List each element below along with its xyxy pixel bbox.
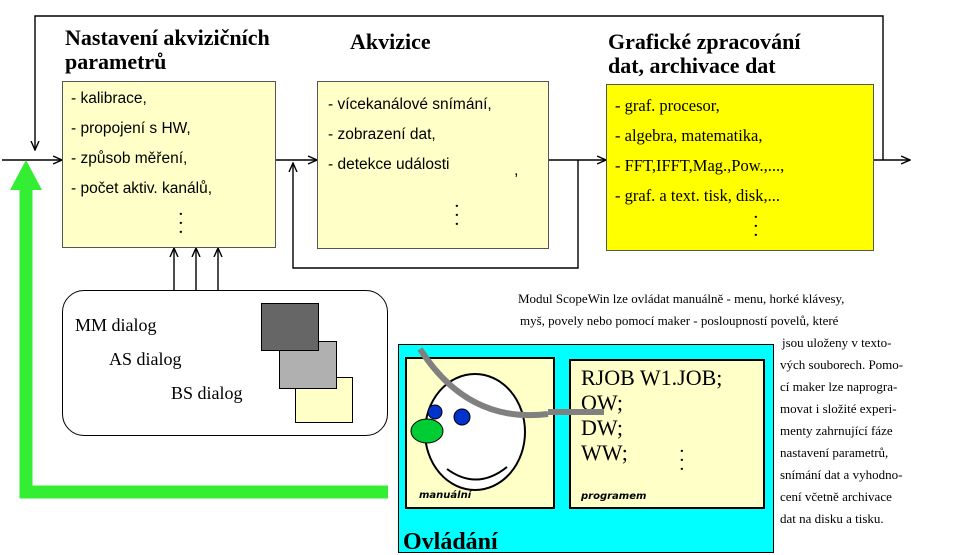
as-dialog-label: AS dialog [109, 349, 182, 369]
description-line: jsou uloženy v texto- [782, 335, 892, 350]
description-line: vých souborech. Pomo- [780, 357, 904, 372]
acquisition-block: - vícekanálové snímání, - zobrazení dat,… [317, 81, 549, 249]
description-line: snímání dat a vyhodno- [780, 467, 903, 482]
control-panel: manuální RJOB W1.JOB; QW; DW; WW; ··· pr… [398, 344, 774, 555]
feedback-loop-line [35, 15, 884, 160]
acquisition-title: Akvizice [350, 29, 431, 54]
gray-arc [417, 347, 549, 419]
vertical-ellipsis-icon: ··· [454, 196, 460, 235]
description-line: menty zahrnující fáze [780, 423, 893, 438]
description-line: myš, povely nebo pomocí maker - posloupn… [520, 313, 839, 328]
description-line: nastavení parametrů, [780, 445, 889, 460]
code-line: RJOB W1.JOB; [581, 365, 723, 390]
processing-item: - FFT,IFFT,Mag.,Pow.,..., [615, 156, 785, 175]
program-card: RJOB W1.JOB; QW; DW; WW; ··· programem [569, 359, 765, 509]
code-line: DW; [581, 415, 623, 440]
green-feedback-arrow [19, 188, 388, 499]
settings-title: Nastavení akvizičních parametrů [65, 25, 270, 74]
mm-dialog-window-icon [261, 303, 319, 351]
manual-label: manuální [419, 490, 472, 501]
green-arrow-head [10, 160, 42, 190]
code-line: WW; [581, 440, 628, 465]
settings-item: - počet aktiv. kanálů, [71, 180, 213, 197]
bs-dialog-label: BS dialog [171, 383, 243, 403]
settings-item: - způsob měření, [71, 150, 188, 167]
description-line: cení včetně archivace [780, 489, 892, 504]
acquisition-item: - detekce události [328, 156, 450, 173]
face-icon [410, 373, 526, 491]
program-label: programem [581, 491, 647, 502]
loop-processing-to-acquisition [293, 160, 579, 269]
processing-item: - graf. procesor, [615, 96, 720, 115]
stray-comma: , [514, 162, 519, 179]
description-line: dat na disku a tisku. [780, 511, 884, 526]
settings-item: - kalibrace, [71, 90, 147, 107]
vertical-ellipsis-icon: ··· [679, 441, 685, 480]
acquisition-item: - vícekanálové snímání, [328, 96, 492, 113]
vertical-ellipsis-icon: ··· [753, 207, 759, 246]
settings-item: - propojení s HW, [71, 120, 191, 137]
manual-card: manuální [405, 357, 555, 509]
vertical-ellipsis-icon: ··· [178, 204, 184, 243]
processing-block: - graf. procesor, - algebra, matematika,… [606, 84, 874, 251]
description-line: cí maker lze naprogra- [780, 379, 898, 394]
dialog-group: MM dialog AS dialog BS dialog [62, 290, 388, 436]
settings-block: - kalibrace, - propojení s HW, - způsob … [62, 81, 276, 248]
acquisition-item: - zobrazení dat, [328, 126, 436, 143]
description-line: Modul ScopeWin lze ovládat manuálně - me… [518, 291, 845, 306]
mm-dialog-label: MM dialog [75, 315, 157, 335]
processing-item: - algebra, matematika, [615, 126, 763, 145]
processing-item: - graf. a text. tisk, disk,... [615, 186, 780, 205]
description-line: movat i složité experi- [780, 401, 897, 416]
processing-title: Grafické zpracování dat, archivace dat [608, 29, 801, 78]
control-title: Ovládání [403, 529, 498, 555]
